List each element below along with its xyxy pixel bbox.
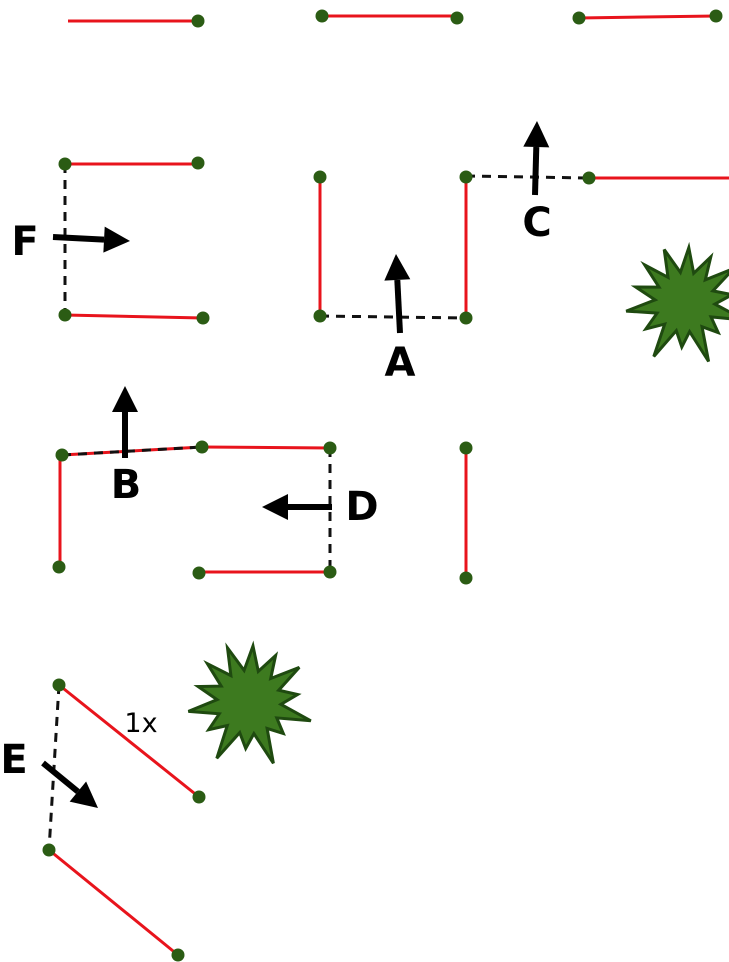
junction-dot: [42, 843, 56, 857]
walls: [48, 14, 729, 957]
label-b: B: [111, 462, 142, 508]
junction-dot: [450, 11, 464, 25]
nodes: [42, 9, 723, 962]
arrow-c-icon: [523, 121, 550, 196]
junction-dot: [709, 9, 723, 23]
label-f: F: [11, 219, 38, 265]
junction-dot: [192, 790, 206, 804]
junction-dot: [459, 571, 473, 585]
multiplier-label: 1x: [124, 708, 157, 739]
arrows: [41, 121, 550, 808]
junction-dot: [191, 156, 205, 170]
junction-dot: [191, 14, 205, 28]
junction-dot: [323, 565, 337, 579]
hazard-burst-icon: [625, 241, 729, 363]
wall-segment: [578, 14, 717, 20]
label-c: C: [522, 200, 551, 246]
junction-dot: [582, 171, 596, 185]
junction-dot: [195, 440, 209, 454]
arrow-e-icon: [41, 760, 98, 808]
junction-dot: [313, 170, 327, 184]
hazard-burst-icon: [187, 640, 312, 765]
junction-dot: [459, 311, 473, 325]
junction-dot: [313, 309, 327, 323]
dashed-opening: [465, 174, 590, 180]
arrow-a-icon: [384, 254, 411, 334]
junction-dot: [572, 11, 586, 25]
dashed-opening: [319, 314, 467, 320]
wall-segment: [64, 313, 204, 320]
junction-dot: [52, 678, 66, 692]
label-a: A: [385, 340, 416, 386]
junction-dot: [315, 9, 329, 23]
arrow-b-icon: [112, 386, 138, 458]
junction-dot: [171, 948, 185, 962]
junction-dot: [55, 448, 69, 462]
label-d: D: [345, 484, 378, 530]
junction-dot: [323, 441, 337, 455]
junction-dot: [459, 170, 473, 184]
dashed-opening: [47, 684, 61, 851]
junction-dot: [52, 560, 66, 574]
arrow-d-icon: [262, 494, 332, 520]
junction-dot: [196, 311, 210, 325]
gaps: [47, 164, 590, 851]
wall-segment: [201, 445, 331, 450]
junction-dot: [459, 441, 473, 455]
arrow-f-icon: [52, 226, 130, 253]
hazards: [187, 241, 729, 765]
junction-dot: [192, 566, 206, 580]
junction-dot: [58, 308, 72, 322]
junction-dot: [58, 157, 72, 171]
label-e: E: [0, 737, 27, 783]
wall-segment: [58, 683, 200, 799]
dashed-opening: [61, 445, 203, 457]
wall-segment: [48, 848, 179, 957]
